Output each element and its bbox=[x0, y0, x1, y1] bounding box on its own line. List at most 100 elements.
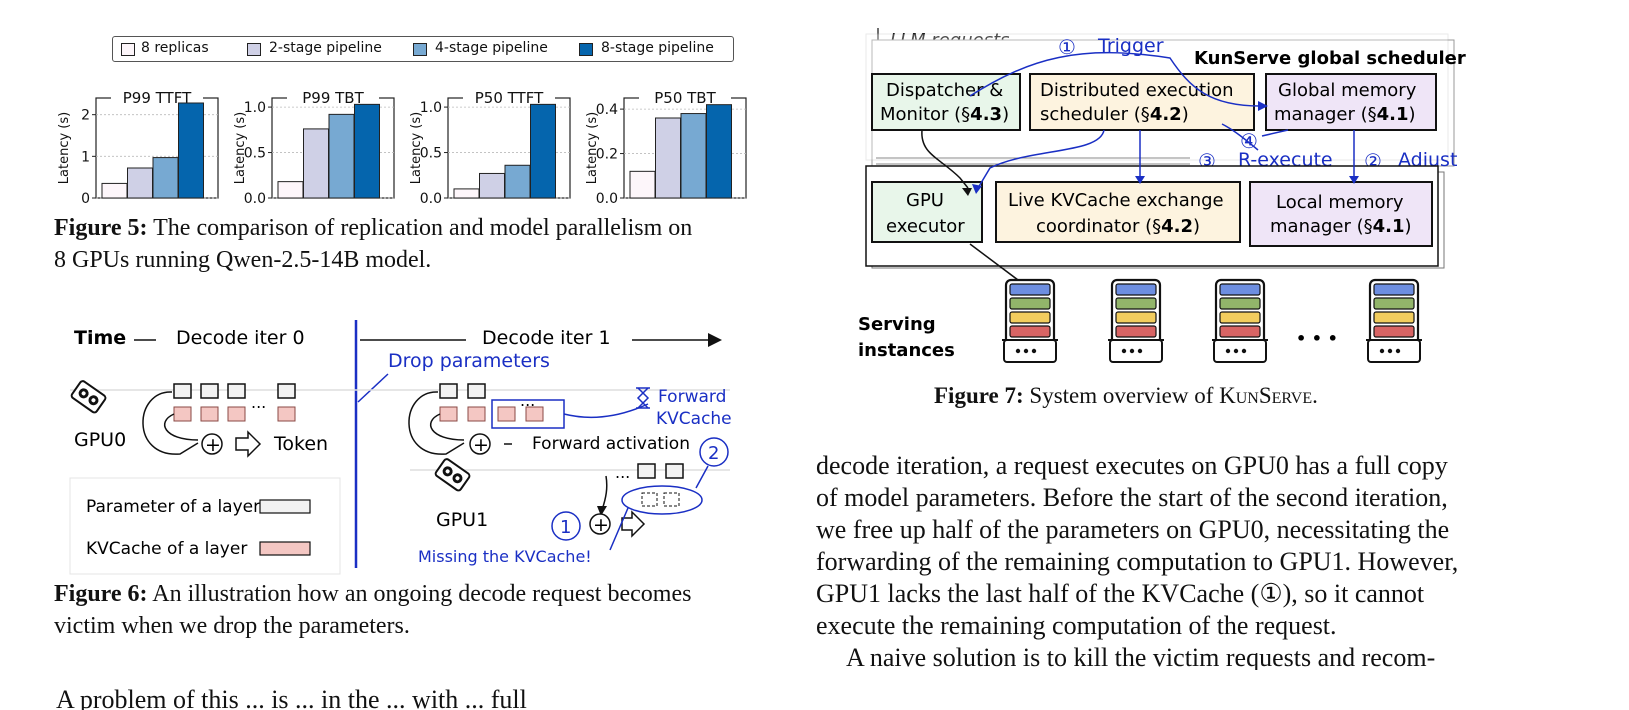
distributed-line2: scheduler (§4.2) bbox=[1040, 104, 1189, 125]
chart-1-title: P99 TTFT bbox=[123, 89, 192, 107]
server-2-chassis bbox=[1109, 339, 1163, 363]
gpu-exec-line2: executor bbox=[886, 216, 965, 237]
live-line2-text: coordinator (§ bbox=[1036, 216, 1161, 237]
missing-kv-slot-1 bbox=[641, 492, 658, 507]
chart-3-bar-2 bbox=[479, 172, 505, 199]
dispatcher-sec: 4.3 bbox=[970, 104, 1002, 125]
gpu0-kvcache bbox=[173, 406, 296, 422]
marker-1-num: 1 bbox=[560, 517, 571, 538]
serving-label-2: instances bbox=[858, 340, 955, 361]
missing-kv-slot-2 bbox=[663, 492, 680, 507]
chart-2-title-bg bbox=[287, 90, 379, 106]
chart-1-title-bg bbox=[111, 90, 203, 106]
legend-label-2-stage: 2-stage pipeline bbox=[269, 40, 382, 56]
gpu0-plus-sign: + bbox=[205, 434, 221, 456]
chart-2-tick-label-1: 0.5 bbox=[244, 146, 266, 162]
gpu1-dots: ... bbox=[615, 463, 630, 482]
fig6-drop-pointer bbox=[357, 373, 389, 403]
four-num: ④ bbox=[1240, 129, 1258, 153]
chart-1-tick-label-1: 1 bbox=[81, 149, 90, 165]
live-sec: 4.2 bbox=[1161, 216, 1193, 237]
chart-1-tick-label-2: 2 bbox=[81, 108, 90, 124]
iter1-kvcache bbox=[439, 406, 544, 422]
legend-swatch-8-stage bbox=[579, 43, 593, 56]
global-mem-line2: manager (§4.1) bbox=[1274, 104, 1416, 125]
forward-kv-label-2: KVCache bbox=[656, 409, 732, 429]
legend-kv-swatch bbox=[259, 541, 311, 556]
chart-3-tick-label-1: 0.5 bbox=[420, 146, 442, 162]
chart-3-bar-3 bbox=[504, 164, 531, 199]
legend-label-4-stage: 4-stage pipeline bbox=[435, 40, 548, 56]
gpu1-label: GPU1 bbox=[436, 509, 488, 531]
gpu0-token-arrow bbox=[235, 430, 262, 458]
chart-2-bar-1 bbox=[277, 181, 304, 199]
distributed-blue-head bbox=[972, 184, 982, 194]
fig7-caption-sc: un bbox=[1235, 383, 1259, 408]
chart-2-bar-4 bbox=[354, 103, 380, 199]
fig6-iter0-label: Decode iter 0 bbox=[176, 327, 305, 349]
server-2-led-2 bbox=[1129, 348, 1135, 354]
chart-2-bar-3 bbox=[328, 113, 355, 199]
marker-2 bbox=[699, 437, 729, 467]
dispatcher-close: ) bbox=[1002, 104, 1009, 125]
chart-1-ylabel: Latency (s) bbox=[57, 112, 72, 184]
server-3-chassis bbox=[1213, 339, 1267, 363]
gpu1-down-arrowhead bbox=[597, 506, 607, 516]
server-4-layer-2 bbox=[1373, 297, 1415, 310]
fig6-drop-label: Drop parameters bbox=[388, 350, 550, 372]
server-2-layer-2 bbox=[1115, 297, 1157, 310]
chart-2-title: P99 TBT bbox=[302, 89, 364, 107]
gpu1-icon bbox=[434, 458, 471, 492]
iter1-params bbox=[439, 383, 486, 399]
fig7-caption: Figure 7: System overview of KunServe. bbox=[934, 380, 1534, 412]
legend-label-8-stage: 8-stage pipeline bbox=[601, 40, 714, 56]
chart-4-bar-1 bbox=[629, 170, 656, 199]
fig5-caption-text2: 8 GPUs running Qwen-2.5-14B model. bbox=[54, 247, 432, 273]
gpu0-token-label: Token bbox=[273, 433, 328, 455]
chart-1-bar-3 bbox=[152, 157, 179, 199]
trigger-num: ① bbox=[1058, 35, 1076, 59]
distributed-close: ) bbox=[1182, 104, 1189, 125]
gpu0-loop-arrow-2 bbox=[163, 413, 199, 441]
chart-2-ylabel: Latency (s) bbox=[233, 112, 248, 184]
gpu1-params bbox=[637, 463, 684, 479]
server-3-layer-2 bbox=[1219, 297, 1261, 310]
chart-2-bar-2 bbox=[303, 128, 329, 199]
fig6-iter1-label: Decode iter 1 bbox=[482, 327, 611, 349]
forward-kv-arrow bbox=[563, 403, 649, 419]
server-2-layer-1 bbox=[1115, 283, 1157, 296]
live-close: ) bbox=[1193, 216, 1200, 237]
global-scheduler-title: KunServe global scheduler bbox=[1194, 48, 1466, 69]
gpu0-params bbox=[173, 383, 296, 399]
legend-param-label: Parameter of a layer bbox=[86, 497, 260, 517]
chart-3-title: P50 TTFT bbox=[475, 89, 544, 107]
body-line-2: of model parameters. Before the start of… bbox=[816, 483, 1448, 512]
fig7-caption-text: System overview of K bbox=[1029, 383, 1236, 408]
body-line-5: GPU1 lacks the last half of the KVCache … bbox=[816, 579, 1425, 608]
fig5-caption: Figure 5: The comparison of replication … bbox=[54, 212, 754, 276]
chart-1-bar-2 bbox=[127, 167, 153, 199]
servers-ellipsis: • • • bbox=[1296, 329, 1338, 348]
server-3-layer-4 bbox=[1219, 325, 1261, 338]
serving-instances bbox=[1002, 278, 1422, 363]
gpu0-icon bbox=[70, 380, 107, 414]
fig7-caption-text2: S bbox=[1258, 383, 1272, 408]
legend-swatch-8-replicas bbox=[121, 43, 135, 56]
fig6-time-label: Time bbox=[74, 327, 126, 349]
local-line2: manager (§4.1) bbox=[1270, 216, 1412, 237]
chart-3-bar-4 bbox=[530, 103, 556, 199]
missing-pointer bbox=[609, 507, 629, 551]
fig6-legend: Parameter of a layer KVCache of a layer bbox=[69, 477, 341, 575]
fig7-diagram: LLM requests ① Trigger KunServe global s… bbox=[858, 28, 1466, 363]
gpu1-down-arrow bbox=[601, 475, 608, 511]
live-line1: Live KVCache exchange bbox=[1008, 190, 1224, 211]
gpu0-loop-arrow bbox=[142, 391, 199, 455]
server-4-layer-3 bbox=[1373, 311, 1415, 324]
marker-2-pointer bbox=[695, 465, 709, 489]
gpu-executor-box: GPU executor bbox=[871, 181, 983, 243]
hourglass-icon bbox=[636, 387, 650, 409]
chart-4-tick-label-0: 0.0 bbox=[596, 191, 618, 207]
chart-4-title: P50 TBT bbox=[654, 89, 716, 107]
fig7-caption-end: . bbox=[1312, 383, 1318, 408]
